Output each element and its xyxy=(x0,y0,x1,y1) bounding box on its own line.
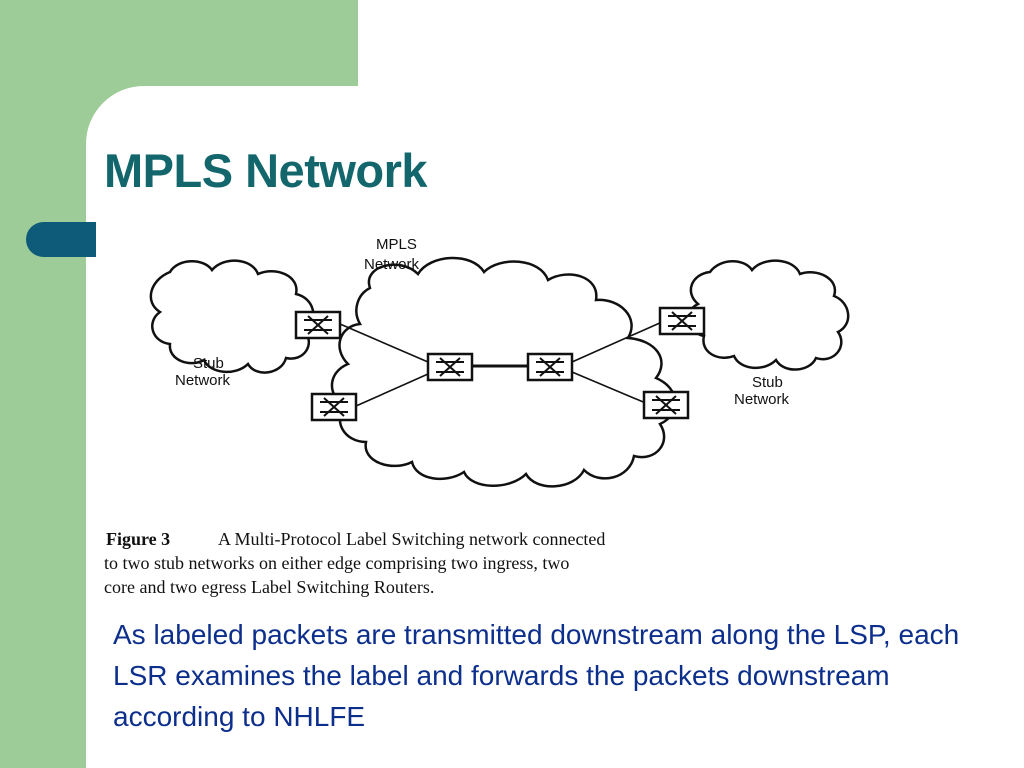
stub-left-label-line2: Network xyxy=(175,372,231,389)
figure-caption-line1: A Multi-Protocol Label Switching network… xyxy=(218,529,605,549)
figure-caption-label: Figure 3 xyxy=(106,529,170,549)
stub-right-label-line2: Network xyxy=(734,391,790,408)
accent-pill xyxy=(26,222,96,257)
mpls-label-line2: Network xyxy=(364,256,420,273)
core-router-right xyxy=(526,352,574,382)
ingress-router-bottom xyxy=(310,392,358,422)
slide-title: MPLS Network xyxy=(104,144,428,197)
link-core2-egress2 xyxy=(571,371,649,405)
right-stub-cloud xyxy=(686,259,850,371)
left-stub-cloud xyxy=(149,259,315,374)
mpls-cloud xyxy=(330,256,677,488)
link-ingress1-core1 xyxy=(339,323,429,363)
mpls-network-figure: MPLS Network Stub Network Stub Network F… xyxy=(104,236,850,597)
slide-body-text: As labeled packets are transmitted downs… xyxy=(113,619,960,732)
figure-caption-line3: core and two egress Label Switching Rout… xyxy=(104,577,434,597)
stub-left-label-line1: Stub xyxy=(193,355,224,372)
egress-router-bottom xyxy=(642,390,690,420)
figure-caption-line2: to two stub networks on either edge comp… xyxy=(104,553,569,573)
link-ingress2-core1 xyxy=(355,373,429,407)
link-core2-egress1 xyxy=(571,321,663,363)
top-white-band xyxy=(358,0,1024,86)
mpls-label-line1: MPLS xyxy=(376,236,417,253)
egress-router-top xyxy=(658,306,706,336)
ingress-router-top xyxy=(294,310,342,340)
stub-right-label-line1: Stub xyxy=(752,374,783,391)
core-router-left xyxy=(426,352,474,382)
